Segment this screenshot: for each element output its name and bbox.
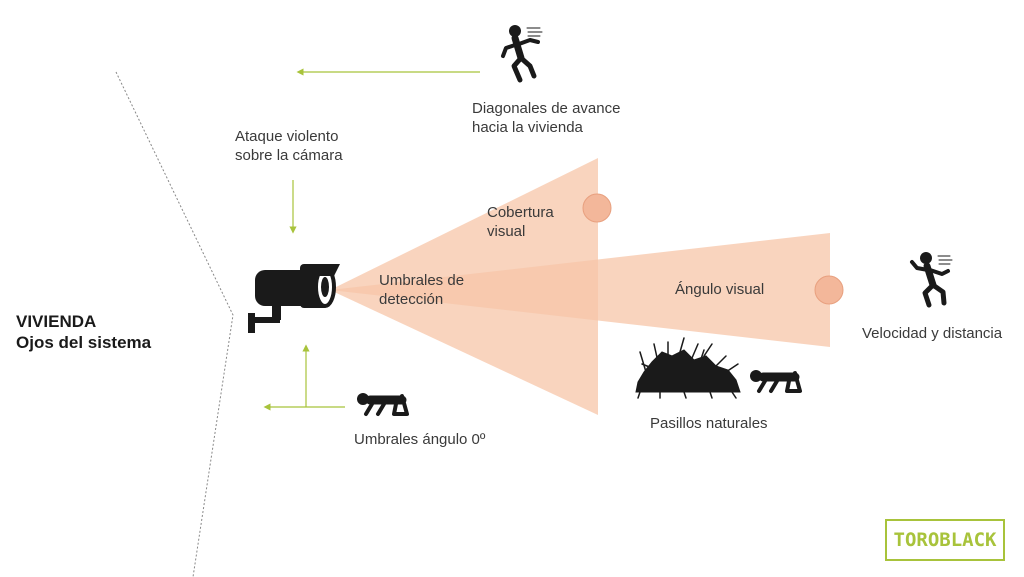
bush-icon	[635, 337, 741, 399]
crawling-person-icon	[750, 370, 802, 393]
home-subtitle: Ojos del sistema	[16, 333, 152, 352]
speed-distance-label: Velocidad y distancia	[862, 325, 1003, 342]
detection-thresholds-label: Umbrales de detección	[379, 271, 464, 309]
detection-thresholds-line-1: Umbrales de	[379, 272, 465, 289]
visual-coverage-line-1: Cobertura	[487, 204, 554, 221]
detection-thresholds-line-2: detección	[379, 291, 444, 308]
diagonal-advance-label: Diagonales de avance hacia la vivienda	[472, 99, 620, 137]
toroblack-logo: TOROBLACK	[885, 519, 1005, 561]
running-person-icon	[910, 252, 953, 308]
visual-coverage-line-2: visual	[487, 223, 526, 240]
home-label: VIVIENDA Ojos del sistema	[16, 311, 151, 353]
crawling-person-icon	[357, 393, 409, 416]
violent-attack-line-1: Ataque violento	[235, 128, 339, 145]
zero-angle-thresholds-label: Umbrales ángulo 0º	[354, 431, 486, 448]
visual-angle-label: Ángulo visual	[675, 281, 765, 298]
natural-corridors-label: Pasillos naturales	[650, 415, 768, 432]
coverage-marker	[582, 193, 612, 223]
house-boundary-line	[115, 71, 234, 577]
angle-marker	[814, 275, 844, 305]
diagonal-advance-line-2: hacia la vivienda	[472, 119, 583, 136]
visual-angle-cone	[330, 233, 830, 347]
diagonal-advance-line-1: Diagonales de avance	[472, 100, 621, 117]
violent-attack-line-2: sobre la cámara	[235, 147, 343, 164]
visual-coverage-label: Cobertura visual	[487, 203, 554, 241]
running-person-icon	[501, 25, 543, 83]
home-title: VIVIENDA	[16, 312, 97, 331]
violent-attack-label: Ataque violento sobre la cámara	[235, 127, 343, 165]
camera-icon	[248, 264, 340, 333]
